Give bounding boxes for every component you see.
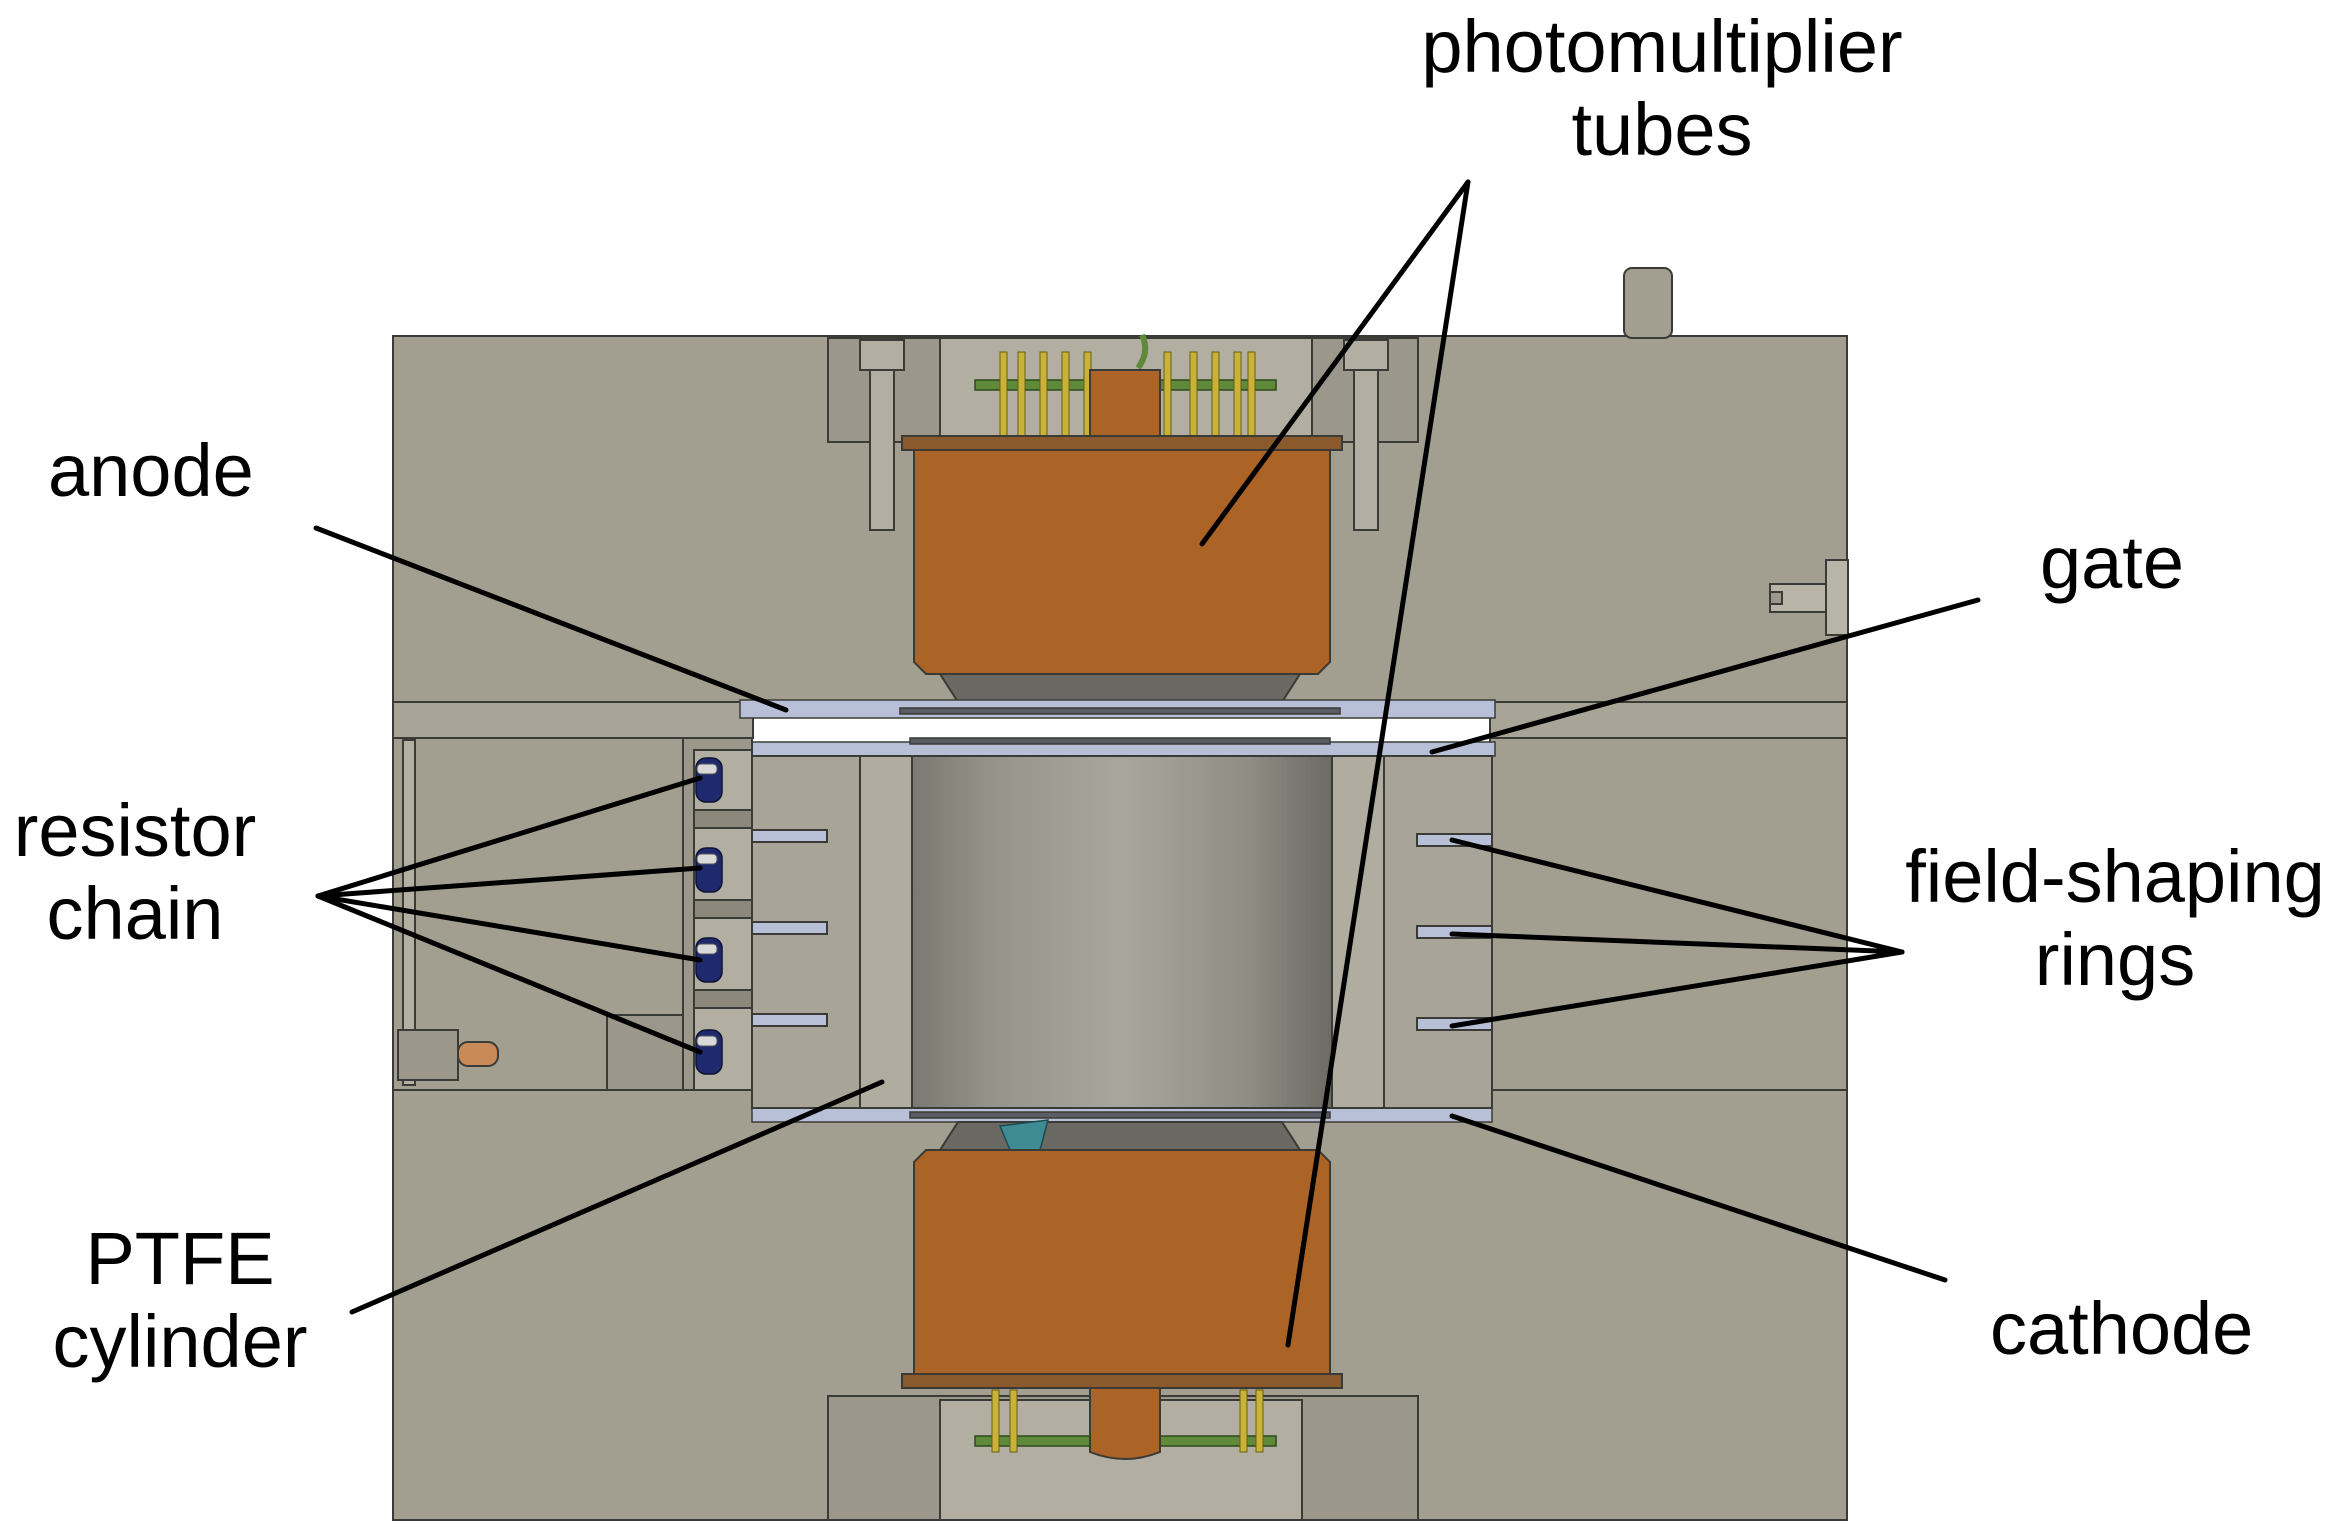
top-pcb-left (974, 379, 1096, 391)
leader-pmt-bottom (1285, 179, 1471, 1348)
drift-section-right (1489, 737, 1848, 1091)
leader-resistor-2 (315, 865, 703, 899)
leader-pmt-top (1199, 179, 1471, 547)
label-anode-line1: anode (48, 429, 254, 512)
label-field-line1: field-shaping (1905, 835, 2325, 918)
leader-lines (313, 179, 1981, 1348)
top-window (938, 673, 1302, 703)
label-resistor-chain: resistor chain (0, 789, 270, 956)
drift-volume (911, 755, 1333, 1109)
bolt-left-head (859, 339, 905, 371)
bolt-left-shaft (869, 369, 895, 531)
label-anode: anode (48, 429, 254, 513)
bottom-window (938, 1121, 1302, 1151)
left-copper-pin (457, 1041, 499, 1067)
top-boss (1623, 267, 1673, 339)
bottom-photomultiplier (901, 1149, 1343, 1389)
leader-resistor-4 (315, 893, 703, 1055)
left-wall-details (397, 739, 688, 1091)
leader-resistor-3 (315, 893, 703, 963)
bottom-pmt-pocket (827, 1387, 1419, 1521)
top-photomultiplier (901, 369, 1343, 675)
label-photomultiplier-tubes: photomultiplier tubes (1362, 5, 1962, 172)
leader-anode (313, 525, 789, 713)
label-cathode-line1: cathode (1990, 1287, 2254, 1370)
leader-gate (1429, 597, 1981, 755)
label-resistor-line2: chain (46, 871, 224, 955)
label-cathode: cathode (1990, 1287, 2254, 1371)
label-gate: gate (2040, 521, 2185, 605)
left-feedthrough (397, 1029, 459, 1081)
right-field-cage (1331, 755, 1493, 1109)
electrode-grids (739, 699, 1496, 1123)
left-field-cage (751, 755, 913, 1109)
label-ptfe-line2: cylinder (52, 1299, 308, 1383)
gate-mesh (909, 737, 1331, 745)
label-photomultiplier-line1: photomultiplier (1421, 5, 1903, 88)
middle-band-left (392, 701, 754, 739)
right-feedthrough (1769, 559, 1849, 636)
label-photomultiplier-line2: tubes (1571, 87, 1753, 171)
resistor-chain-column (682, 737, 753, 1091)
label-field-shaping-rings: field-shaping rings (1880, 835, 2349, 1002)
leader-ptfe (349, 1079, 885, 1315)
leader-cathode (1449, 1113, 1948, 1283)
top-cable (1135, 333, 1149, 370)
leader-resistor-1 (315, 775, 703, 899)
leader-field-3 (1449, 949, 1905, 1029)
bolt-right-shaft (1353, 369, 1379, 531)
label-ptfe-cylinder: PTFE cylinder (20, 1217, 340, 1384)
bolt-right-head (1343, 339, 1389, 371)
anode-mesh (899, 707, 1341, 715)
cathode-mesh (909, 1111, 1331, 1119)
label-field-line2: rings (2034, 917, 2196, 1001)
label-resistor-line1: resistor (13, 789, 257, 872)
leader-field-1 (1449, 837, 1905, 955)
label-gate-line1: gate (2040, 521, 2185, 604)
leader-field-2 (1449, 931, 1905, 955)
label-ptfe-line1: PTFE (85, 1217, 275, 1300)
